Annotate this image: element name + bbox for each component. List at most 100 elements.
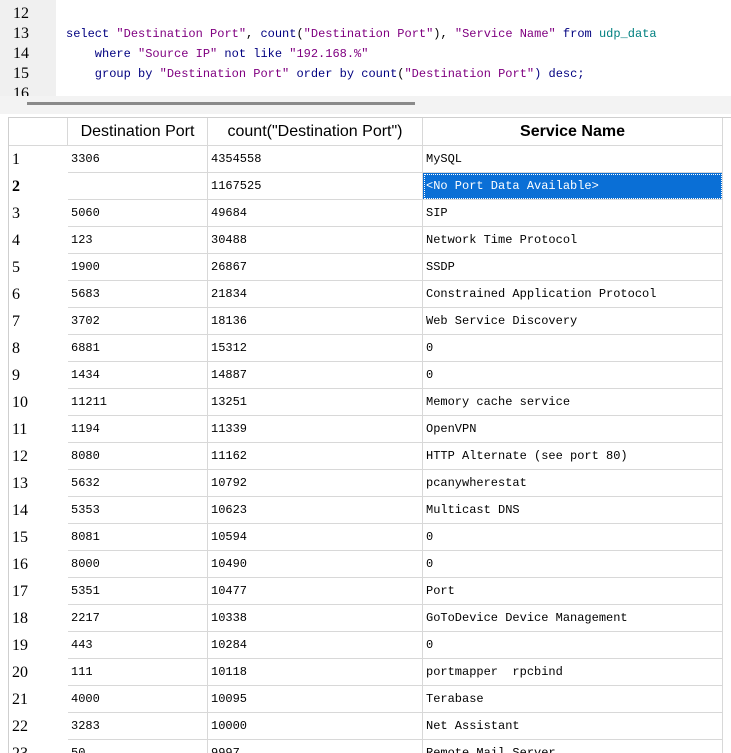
cell-count[interactable]: 10000 [208,713,423,740]
table-row[interactable]: 23509997Remote Mail Server [9,740,731,753]
cell-service-name[interactable]: MySQL [423,146,723,173]
cell-service-name[interactable]: <No Port Data Available> [423,173,723,200]
cell-destination-port[interactable]: 3283 [68,713,208,740]
cell-service-name[interactable]: 0 [423,551,723,578]
cell-count[interactable]: 1167525 [208,173,423,200]
cell-service-name[interactable]: 0 [423,362,723,389]
cell-destination-port[interactable]: 1900 [68,254,208,281]
editor-splitter[interactable] [0,96,731,114]
cell-destination-port[interactable]: 8080 [68,443,208,470]
cell-count[interactable]: 10477 [208,578,423,605]
cell-destination-port[interactable]: 1434 [68,362,208,389]
cell-destination-port[interactable]: 6881 [68,335,208,362]
cell-service-name[interactable]: SIP [423,200,723,227]
cell-service-name[interactable]: Network Time Protocol [423,227,723,254]
cell-count[interactable]: 15312 [208,335,423,362]
cell-service-name[interactable]: OpenVPN [423,416,723,443]
cell-count[interactable]: 13251 [208,389,423,416]
cell-destination-port[interactable]: 123 [68,227,208,254]
cell-destination-port[interactable]: 3306 [68,146,208,173]
cell-destination-port[interactable]: 111 [68,659,208,686]
cell-service-name[interactable]: 0 [423,632,723,659]
code-line[interactable]: select "Destination Port", count("Destin… [66,24,657,44]
cell-destination-port[interactable]: 50 [68,740,208,753]
cell-count[interactable]: 10284 [208,632,423,659]
cell-service-name[interactable]: Terabase [423,686,723,713]
cell-destination-port[interactable]: 5060 [68,200,208,227]
column-header-service-name[interactable]: Service Name [423,118,723,146]
cell-count[interactable]: 10792 [208,470,423,497]
code-line[interactable]: where "Source IP" not like "192.168.%" [66,44,369,64]
cell-count[interactable]: 18136 [208,308,423,335]
cell-count[interactable]: 4354558 [208,146,423,173]
cell-count[interactable]: 10594 [208,524,423,551]
code-line[interactable]: group by "Destination Port" order by cou… [66,64,585,84]
column-header-count[interactable]: count("Destination Port") [208,118,423,146]
cell-count[interactable]: 10623 [208,497,423,524]
cell-service-name[interactable]: Web Service Discovery [423,308,723,335]
cell-service-name[interactable]: Net Assistant [423,713,723,740]
cell-count[interactable]: 26867 [208,254,423,281]
cell-count[interactable]: 11162 [208,443,423,470]
cell-count[interactable]: 49684 [208,200,423,227]
cell-destination-port[interactable]: 4000 [68,686,208,713]
cell-count[interactable]: 30488 [208,227,423,254]
cell-service-name[interactable]: SSDP [423,254,723,281]
cell-service-name[interactable]: HTTP Alternate (see port 80) [423,443,723,470]
cell-destination-port[interactable]: 5683 [68,281,208,308]
cell-service-name[interactable]: Multicast DNS [423,497,723,524]
cell-service-name[interactable]: Constrained Application Protocol [423,281,723,308]
cell-destination-port[interactable]: 5353 [68,497,208,524]
results-grid[interactable]: Destination Port count("Destination Port… [8,117,731,753]
cell-destination-port[interactable] [68,173,208,200]
cell-count[interactable]: 10118 [208,659,423,686]
cell-destination-port[interactable]: 3702 [68,308,208,335]
column-header-destination-port[interactable]: Destination Port [68,118,208,146]
cell-service-name[interactable]: Remote Mail Server [423,740,723,753]
cell-service-name[interactable]: Memory cache service [423,389,723,416]
cell-destination-port[interactable]: 5632 [68,470,208,497]
cell-destination-port[interactable]: 8081 [68,524,208,551]
cell-destination-port[interactable]: 1194 [68,416,208,443]
cell-destination-port[interactable]: 5351 [68,578,208,605]
editor-horizontal-scrollbar[interactable] [27,102,415,105]
cell-count[interactable]: 10490 [208,551,423,578]
cell-count[interactable]: 21834 [208,281,423,308]
cell-count[interactable]: 9997 [208,740,423,753]
cell-count[interactable]: 14887 [208,362,423,389]
cell-service-name[interactable]: 0 [423,524,723,551]
cell-count[interactable]: 10338 [208,605,423,632]
cell-service-name[interactable]: GoToDevice Device Management [423,605,723,632]
cell-service-name[interactable]: pcanywherestat [423,470,723,497]
cell-destination-port[interactable]: 2217 [68,605,208,632]
cell-destination-port[interactable]: 8000 [68,551,208,578]
cell-service-name[interactable]: Port [423,578,723,605]
cell-service-name[interactable]: 0 [423,335,723,362]
cell-count[interactable]: 11339 [208,416,423,443]
cell-destination-port[interactable]: 11211 [68,389,208,416]
cell-service-name[interactable]: portmapper rpcbind [423,659,723,686]
